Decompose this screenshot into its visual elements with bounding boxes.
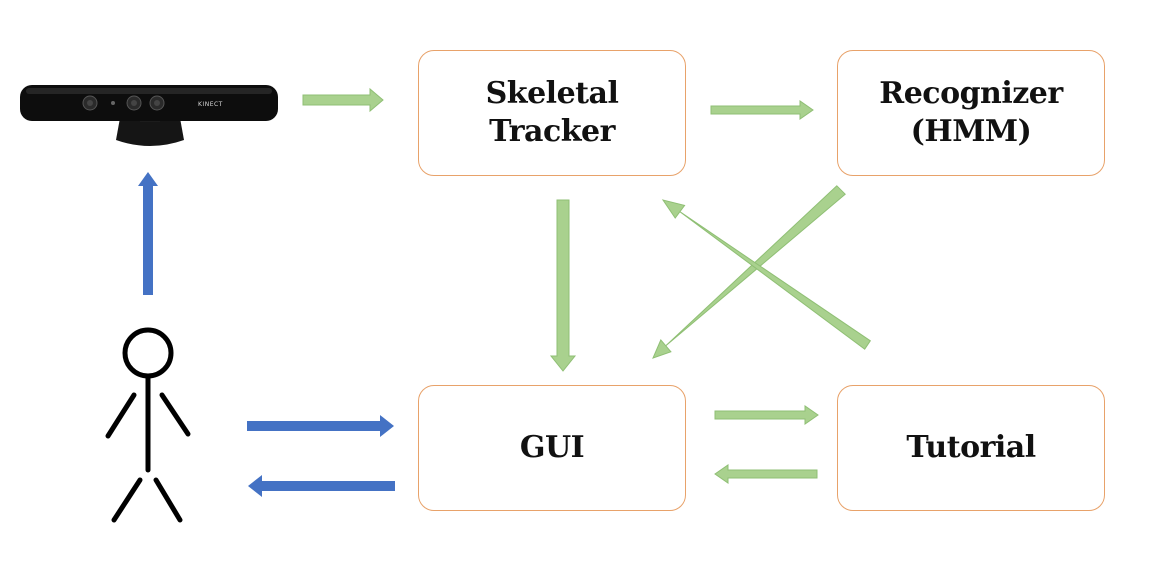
tutorial-box: Tutorial — [837, 385, 1105, 511]
arrow-gui-to-user — [248, 475, 395, 497]
gui-box: GUI — [418, 385, 686, 511]
skeletal-tracker-box: Skeletal Tracker — [418, 50, 686, 176]
arrow-tutorial-to-skeletal-tracker — [661, 199, 871, 350]
gui-label: GUI — [519, 430, 585, 465]
kinect-brand-label: KINECT — [198, 101, 223, 108]
recognizer-box: Recognizer (HMM) — [837, 50, 1105, 176]
skeletal-tracker-label-line2: Tracker — [489, 114, 615, 149]
arrow-skeletal-tracker-to-gui — [549, 199, 577, 372]
recognizer-label-line2: (HMM) — [910, 114, 1032, 149]
skeletal-tracker-label-line1: Skeletal — [485, 76, 619, 111]
stick-figure-user-icon — [105, 327, 191, 523]
recognizer-label-line1: Recognizer — [879, 76, 1063, 111]
arrow-user-to-gui — [247, 415, 394, 437]
arrow-recognizer-to-gui — [652, 185, 846, 359]
arrow-tutorial-to-gui — [714, 464, 818, 484]
arrow-kinect-to-skeletal-tracker — [302, 87, 384, 113]
arrow-gui-to-tutorial — [714, 405, 819, 425]
arrow-skeletal-tracker-to-recognizer — [710, 100, 814, 120]
arrow-user-to-kinect — [138, 172, 158, 295]
tutorial-label: Tutorial — [906, 430, 1036, 465]
kinect-sensor-icon: KINECT — [20, 85, 278, 146]
